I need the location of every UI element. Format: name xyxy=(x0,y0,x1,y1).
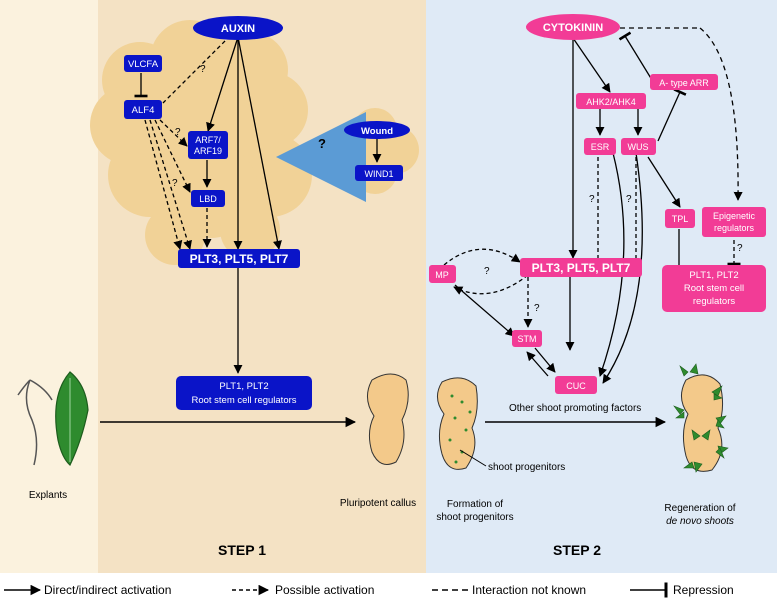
unknown-mark-epigenetic: ? xyxy=(737,243,743,254)
unknown-mark-mp-plt: ? xyxy=(484,266,490,277)
mp-node xyxy=(429,265,456,283)
cuc-node xyxy=(555,376,597,394)
explants-label: Explants xyxy=(29,490,67,501)
wus-label: WUS xyxy=(628,142,649,152)
plt12-step1-line2: Root stem cell regulators xyxy=(191,395,296,406)
explant-stem-illustration xyxy=(17,379,53,466)
regeneration-label-line1: Regeneration of xyxy=(664,503,735,514)
progenitor-pointer xyxy=(459,449,487,467)
wind1-node xyxy=(355,165,403,181)
step2-title: STEP 2 xyxy=(553,542,601,558)
ahk-node xyxy=(576,93,646,109)
plt12-step2-line1: PLT1, PLT2 xyxy=(689,270,738,281)
alf4-node xyxy=(124,100,162,119)
plt12-step2-line2: Root stem cell xyxy=(684,283,744,294)
epigenetic-line1: Epigenetic xyxy=(713,211,756,221)
unknown-mark-alf4-lbd: ? xyxy=(172,178,178,189)
progenitor-callus-illustration xyxy=(437,377,478,470)
unknown-mark-wus: ? xyxy=(626,194,632,205)
auxin-label: AUXIN xyxy=(221,23,255,35)
a-type-arr-label: A- type ARR xyxy=(659,78,709,88)
plt12-step1-line1: PLT1, PLT2 xyxy=(219,381,268,392)
outer-background xyxy=(0,0,98,573)
unknown-mark-alf4-auxin: ? xyxy=(200,64,206,75)
shoot-progenitors-label: shoot progenitors xyxy=(488,462,565,473)
cytokinin-node xyxy=(526,14,620,40)
lbd-label: LBD xyxy=(199,194,217,204)
ahk-label: AHK2/AHK4 xyxy=(586,97,636,107)
unknown-mark-wound: ? xyxy=(318,136,326,151)
plt357-step2-label: PLT3, PLT5, PLT7 xyxy=(532,261,631,275)
tpl-node xyxy=(665,209,695,228)
formation-label-line1: Formation of xyxy=(447,499,503,510)
tpl-label: TPL xyxy=(672,214,689,224)
wound-label: Wound xyxy=(361,126,393,137)
arf-label-line1: ARF7/ xyxy=(195,135,221,145)
plt357-step1-node xyxy=(178,249,300,268)
stm-label: STM xyxy=(518,334,537,344)
mp-label: MP xyxy=(435,270,449,280)
legend-activation-label: Direct/indirect activation xyxy=(44,583,171,597)
formation-label-line2: shoot progenitors xyxy=(436,512,513,523)
vlcfa-label: VLCFA xyxy=(128,59,159,70)
unknown-mark-alf4-arf: ? xyxy=(175,127,181,138)
epigenetic-line2: regulators xyxy=(714,223,755,233)
wind1-label: WIND1 xyxy=(365,169,394,179)
step1-title: STEP 1 xyxy=(218,542,266,558)
wus-node xyxy=(621,138,656,155)
legend-possible-label: Possible activation xyxy=(275,583,374,597)
unknown-mark-esr: ? xyxy=(589,194,595,205)
de-novo-shoots-illustration xyxy=(673,363,729,473)
alf4-label: ALF4 xyxy=(132,105,155,116)
legend: Direct/indirect activation Possible acti… xyxy=(4,582,734,598)
arf-label-line2: ARF19 xyxy=(194,146,222,156)
stm-node xyxy=(512,330,542,347)
step1-edges xyxy=(134,35,382,374)
other-shoot-factors-label: Other shoot promoting factors xyxy=(509,403,641,414)
plt12-step2-line3: regulators xyxy=(693,296,735,307)
legend-repression-label: Repression xyxy=(673,583,734,597)
plt357-step2-node xyxy=(520,258,642,277)
unknown-mark-plt-stm: ? xyxy=(534,303,540,314)
plt12-step2-node xyxy=(662,265,766,312)
plt357-step1-label: PLT3, PLT5, PLT7 xyxy=(190,252,289,266)
plt12-step1-node xyxy=(176,376,312,410)
esr-label: ESR xyxy=(591,142,610,152)
lbd-node xyxy=(191,190,225,207)
vlcfa-node xyxy=(124,55,162,72)
cuc-label: CUC xyxy=(566,381,586,391)
legend-unknown-label: Interaction not known xyxy=(472,583,586,597)
esr-node xyxy=(584,138,616,155)
pluripotent-callus-illustration xyxy=(367,373,409,465)
regeneration-label-line2: de novo shoots xyxy=(666,516,734,527)
a-type-arr-node xyxy=(650,74,718,90)
wound-node xyxy=(344,121,410,139)
auxin-node xyxy=(193,16,283,40)
arf-node xyxy=(188,131,228,159)
callus-label: Pluripotent callus xyxy=(340,498,416,509)
regenerated-callus-illustration xyxy=(681,374,724,472)
explant-leaf-illustration xyxy=(55,371,89,466)
cytokinin-label: CYTOKININ xyxy=(543,22,603,34)
epigenetic-node xyxy=(702,207,766,237)
